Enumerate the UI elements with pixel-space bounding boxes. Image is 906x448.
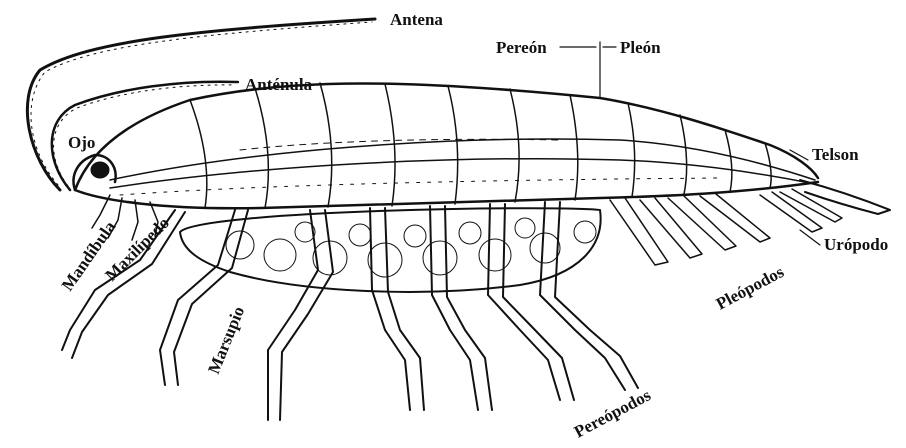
label-antena: Antena [390, 10, 443, 29]
pleopods-drawing [610, 194, 770, 265]
label-ojo: Ojo [68, 133, 95, 152]
label-pereon: Pereón [496, 38, 547, 57]
label-antenula: Anténula [245, 75, 313, 94]
label-marsupio: Marsupio [204, 304, 248, 377]
eye [91, 162, 109, 178]
uropod-drawing [760, 189, 842, 232]
body-drawing [75, 83, 818, 208]
leader-lines [560, 42, 820, 245]
label-pleopodos: Pleópodos [713, 262, 787, 314]
label-uropodo: Urópodo [824, 235, 888, 254]
head-drawing [74, 155, 116, 190]
label-pereopodos: Pereópodos [571, 385, 654, 441]
label-mandibula: Mandíbula [58, 217, 120, 294]
label-pleon: Pleón [620, 38, 661, 57]
telson-drawing [800, 180, 890, 214]
label-telson: Telson [812, 145, 859, 164]
marsupium-eggs [180, 208, 601, 292]
